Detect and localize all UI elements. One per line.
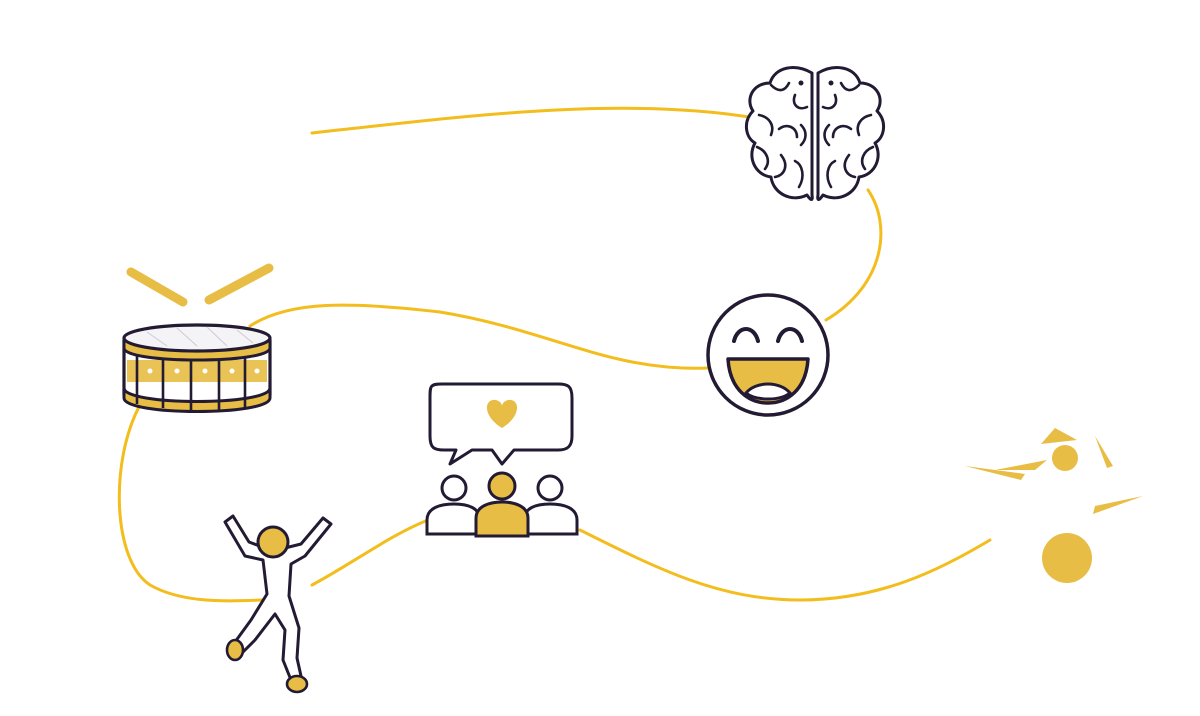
path-segment-drum-to-dancer — [117, 403, 264, 603]
juggling-figure-icon — [965, 428, 1143, 583]
dancing-person-icon — [223, 514, 333, 694]
laughing-face-icon — [706, 293, 830, 417]
heart-icon — [486, 399, 518, 428]
drumsticks-icon — [126, 263, 274, 307]
drum-icon — [122, 263, 274, 413]
path-segment-top — [310, 106, 757, 135]
path-segment-group-to-end — [578, 528, 992, 602]
brain-icon — [745, 66, 885, 201]
path-segment-dancer-to-group — [310, 518, 430, 587]
path-segment-face-to-drum — [248, 303, 710, 370]
group-conversation-icon — [425, 382, 579, 538]
journey-path — [117, 106, 992, 603]
path-segment-brain-to-face — [824, 188, 883, 322]
